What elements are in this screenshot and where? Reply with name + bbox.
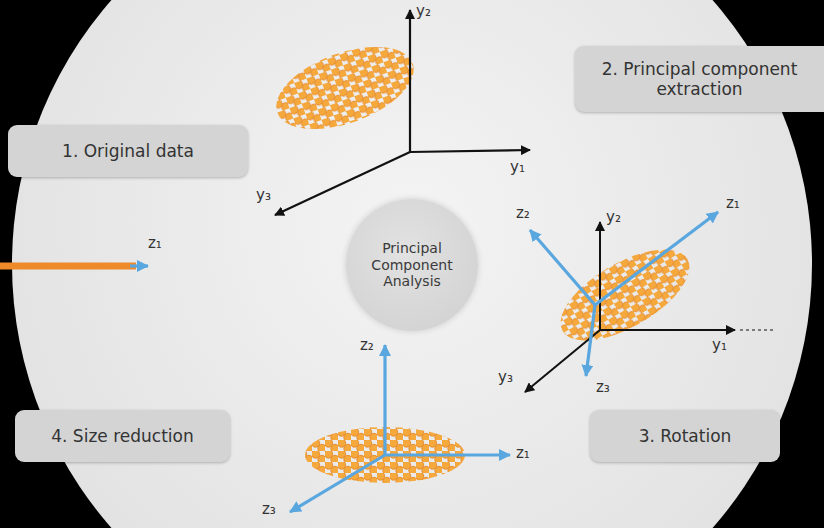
center-circle: Principal Component Analysis <box>346 199 478 331</box>
axes <box>525 222 775 392</box>
step-label: 2. Principal component extraction <box>575 46 824 112</box>
axis-label: y₃ <box>498 368 513 386</box>
step-title: 2. Principal component extraction <box>587 59 812 100</box>
axis-label: y₁ <box>510 158 525 176</box>
data-cloud <box>265 30 424 145</box>
axis-label: y₂ <box>416 2 431 20</box>
axis-label: z₁ <box>148 234 162 252</box>
step-title: 3. Rotation <box>639 426 732 446</box>
principal-axes <box>530 212 718 376</box>
axis-label: y₁ <box>712 336 727 354</box>
step-label: 3. Rotation <box>590 410 780 462</box>
axis-label: y₃ <box>256 186 271 204</box>
axes <box>275 10 530 215</box>
step-label: 1. Original data <box>8 125 248 177</box>
principal-axes <box>290 345 510 512</box>
step-title: 1. Original data <box>62 141 194 161</box>
axis-label: z₂ <box>516 204 530 222</box>
axis-label: z₃ <box>262 500 276 518</box>
principal-axis <box>130 264 148 267</box>
projected-data <box>0 263 136 270</box>
axis-label: z₁ <box>726 194 740 212</box>
data-cloud <box>547 231 704 358</box>
axis-label: y₂ <box>606 208 621 226</box>
step-title: 4. Size reduction <box>51 426 193 446</box>
axis-label: z₃ <box>596 378 610 396</box>
step-label: 4. Size reduction <box>15 410 230 462</box>
axis-label: z₁ <box>516 444 530 462</box>
center-title: Principal Component Analysis <box>364 240 460 290</box>
axis-label: z₂ <box>360 336 374 354</box>
